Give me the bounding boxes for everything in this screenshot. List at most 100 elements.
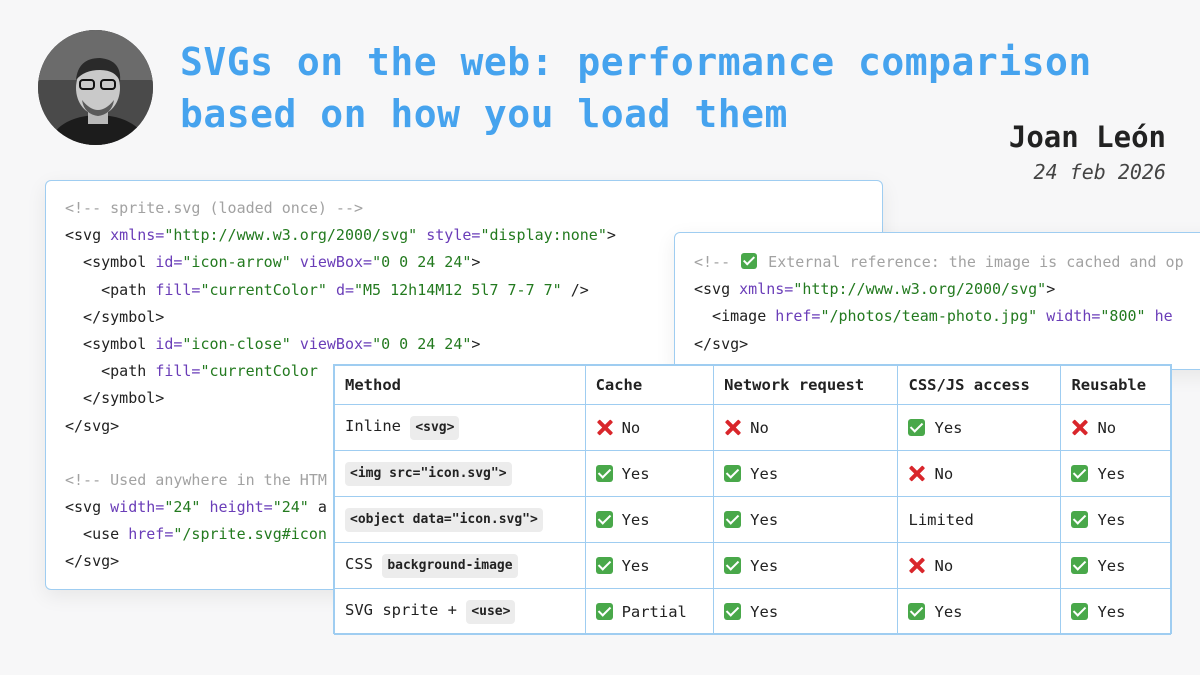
value-text: Yes bbox=[750, 464, 779, 483]
value-cell: Yes bbox=[897, 404, 1062, 451]
value-cell: Yes bbox=[1060, 450, 1171, 497]
code-token: "M5 12h14M12 5l7 7-7 7" bbox=[354, 280, 562, 299]
code-token: id= bbox=[155, 334, 183, 353]
code-token: > bbox=[471, 334, 481, 353]
code-token: id= bbox=[155, 253, 183, 272]
cross-mark-icon bbox=[908, 465, 925, 482]
check-mark-icon bbox=[1071, 602, 1089, 620]
method-label: CSS bbox=[345, 554, 383, 573]
column-header: Network request bbox=[713, 365, 899, 405]
method-label: Inline bbox=[345, 416, 411, 435]
code-line: <!-- Used anywhere in the HTM bbox=[65, 467, 882, 494]
code-token: fill= bbox=[155, 362, 201, 381]
code-token: style= bbox=[426, 226, 481, 245]
value-text: No bbox=[750, 418, 769, 437]
check-mark-icon bbox=[724, 556, 742, 574]
value-cell: Yes bbox=[713, 496, 899, 543]
value-cell: Yes bbox=[1060, 588, 1171, 635]
value-cell: Yes bbox=[897, 588, 1062, 635]
code-line: </svg> bbox=[694, 331, 1200, 358]
code-token: <symbol bbox=[65, 253, 156, 272]
check-mark-icon bbox=[724, 510, 742, 528]
value-text: Yes bbox=[934, 418, 963, 437]
table-row: <object data="icon.svg"> Yes Yes Limited Yes bbox=[334, 496, 1171, 543]
code-token: xmlns= bbox=[739, 280, 794, 299]
code-token: "currentColor" bbox=[200, 280, 327, 299]
check-mark-icon bbox=[724, 464, 742, 482]
value-cell: Yes bbox=[584, 450, 715, 497]
code-token: xmlns= bbox=[110, 226, 165, 245]
check-mark-icon bbox=[741, 253, 758, 269]
value-cell: Yes bbox=[584, 542, 715, 589]
external-reference-code-block: <!-- External reference: the image is ca… bbox=[675, 233, 1200, 358]
code-token: /> bbox=[561, 280, 589, 299]
check-mark-icon bbox=[595, 602, 613, 620]
code-token bbox=[1037, 307, 1046, 325]
code-token: > bbox=[1046, 280, 1056, 299]
external-reference-code-card: <!-- External reference: the image is ca… bbox=[674, 232, 1200, 370]
code-token: "800" bbox=[1100, 307, 1146, 326]
value-text: Yes bbox=[1097, 510, 1126, 529]
value-text: Limited bbox=[908, 510, 974, 529]
code-line: <!-- sprite.svg (loaded once) --> bbox=[65, 195, 882, 222]
author-photo-icon bbox=[38, 30, 153, 145]
check-mark-icon bbox=[595, 510, 613, 528]
value-text: Yes bbox=[750, 510, 779, 529]
code-token bbox=[291, 335, 300, 353]
code-token: "24" bbox=[272, 498, 309, 517]
code-chip: <img src="icon.svg"> bbox=[345, 461, 512, 486]
value-cell: No bbox=[584, 404, 715, 451]
value-cell: Yes bbox=[1060, 542, 1171, 589]
value-cell: No bbox=[713, 404, 899, 451]
check-mark-icon bbox=[1071, 510, 1089, 528]
check-mark-icon bbox=[908, 602, 926, 620]
method-cell: <img src="icon.svg"> bbox=[334, 450, 586, 497]
code-token: </svg> bbox=[65, 552, 120, 571]
code-chip: <object data="icon.svg"> bbox=[345, 507, 543, 532]
value-text: No bbox=[934, 556, 954, 575]
code-token: height= bbox=[209, 498, 273, 517]
column-header: Reusable bbox=[1060, 365, 1171, 405]
code-token bbox=[327, 281, 336, 299]
value-cell: Yes bbox=[713, 588, 899, 635]
code-token: width= bbox=[1046, 307, 1101, 326]
value-text: Yes bbox=[621, 510, 650, 529]
code-token bbox=[417, 226, 426, 244]
value-text: Yes bbox=[750, 602, 779, 621]
value-cell: Yes bbox=[584, 496, 715, 543]
value-text: No bbox=[1097, 418, 1117, 437]
value-text: Partial bbox=[621, 602, 687, 621]
value-cell: Yes bbox=[1060, 496, 1171, 543]
code-token: <symbol bbox=[65, 334, 156, 353]
value-text: No bbox=[621, 418, 641, 437]
code-token: fill= bbox=[155, 280, 201, 299]
code-token: "currentColor bbox=[200, 362, 318, 381]
page-title: SVGs on the web: performance comparison … bbox=[180, 40, 1092, 136]
column-header: Cache bbox=[584, 365, 715, 405]
cross-mark-icon bbox=[908, 557, 925, 574]
code-token: <svg bbox=[65, 498, 111, 517]
code-token: </svg> bbox=[694, 334, 749, 353]
publish-date: 24 feb 2026 bbox=[1033, 160, 1166, 184]
value-cell: No bbox=[897, 450, 1062, 497]
code-token: <!-- sprite.svg (loaded once) --> bbox=[65, 199, 364, 217]
code-token: <svg bbox=[65, 226, 111, 245]
value-text: No bbox=[934, 464, 954, 483]
code-token: width= bbox=[110, 498, 165, 517]
code-token: <image bbox=[694, 307, 776, 326]
check-mark-icon bbox=[908, 418, 926, 436]
value-cell: Yes bbox=[713, 450, 899, 497]
cross-mark-icon bbox=[596, 419, 613, 436]
method-cell: Inline <svg> bbox=[334, 404, 586, 451]
code-token bbox=[291, 253, 300, 271]
code-token: "/photos/team-photo.jpg" bbox=[820, 307, 1038, 326]
code-line: <path fill="currentColor bbox=[65, 358, 882, 385]
value-text: Yes bbox=[621, 556, 650, 575]
code-line: <symbol id="icon-arrow" viewBox="0 0 24 … bbox=[65, 249, 882, 276]
value-text: Yes bbox=[1097, 464, 1126, 483]
check-mark-icon bbox=[595, 556, 613, 574]
code-token: </svg> bbox=[65, 416, 120, 435]
sprite-code-block: <!-- sprite.svg (loaded once) --> <svg xm… bbox=[46, 181, 882, 576]
method-cell: <object data="icon.svg"> bbox=[334, 496, 586, 543]
code-line: <image href="/photos/team-photo.jpg" wid… bbox=[694, 303, 1200, 330]
